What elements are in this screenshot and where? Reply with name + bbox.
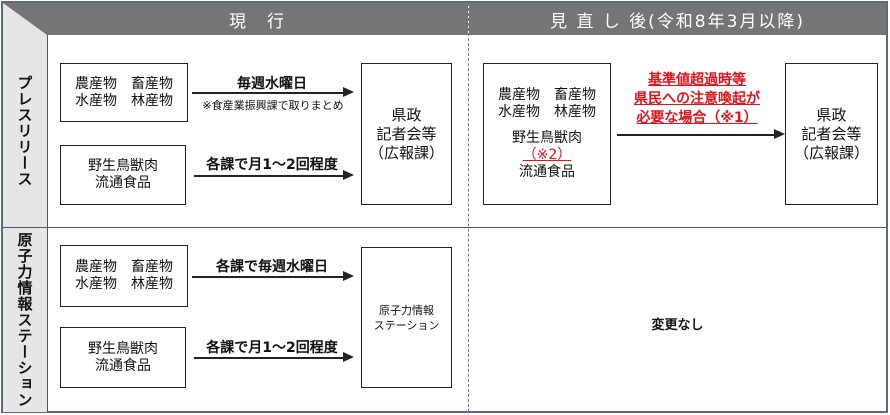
box-press-club: 県政記者会等（広報課） (785, 63, 878, 205)
header-revised: 見 直 し 後(令和8年3月以降) (469, 3, 886, 35)
no-change-text: 変更なし (651, 318, 704, 333)
arrow-note: ※食産業振興課で取りまとめ (202, 99, 344, 112)
box-wild-meat: 野生鳥獣肉流通食品 (60, 327, 186, 388)
arrow (617, 130, 785, 138)
arrow (194, 353, 354, 361)
arrow (194, 171, 354, 179)
box-press-club: 県政記者会等（広報課） (361, 63, 452, 205)
arrow-label: 毎週水曜日 (237, 76, 307, 92)
box-nuclear-station: 原子力情報ステーション (361, 247, 452, 388)
arrow-label: 各課で月1～2回程度 (206, 340, 338, 356)
side-divider (47, 35, 48, 412)
box-wild-meat: 野生鳥獣肉流通食品 (60, 145, 186, 205)
row-label-press: プレスリリース (3, 35, 47, 227)
box-all-products: 農産物 畜産物水産物 林産物野生鳥獣肉（※2）流通食品 (483, 63, 611, 205)
arrow-label: 各課で毎週水曜日 (216, 259, 328, 275)
arrow (192, 272, 354, 280)
arrow-label: 各課で月1～2回程度 (206, 157, 338, 173)
box-agri-products: 農産物 畜産物水産物 林産物 (60, 63, 188, 122)
row-divider (3, 227, 886, 228)
arrow (192, 88, 354, 96)
header-current: 現 行 (47, 3, 468, 35)
arrow-condition-label: 基準値超過時等県民への注意喚起が必要な場合（※1） (634, 72, 760, 126)
box-agri-products: 農産物 畜産物水産物 林産物 (60, 245, 188, 307)
corner-diagonal (3, 3, 47, 35)
row-label-station: 原子力情報ステーション (3, 228, 47, 412)
column-divider (468, 3, 469, 412)
